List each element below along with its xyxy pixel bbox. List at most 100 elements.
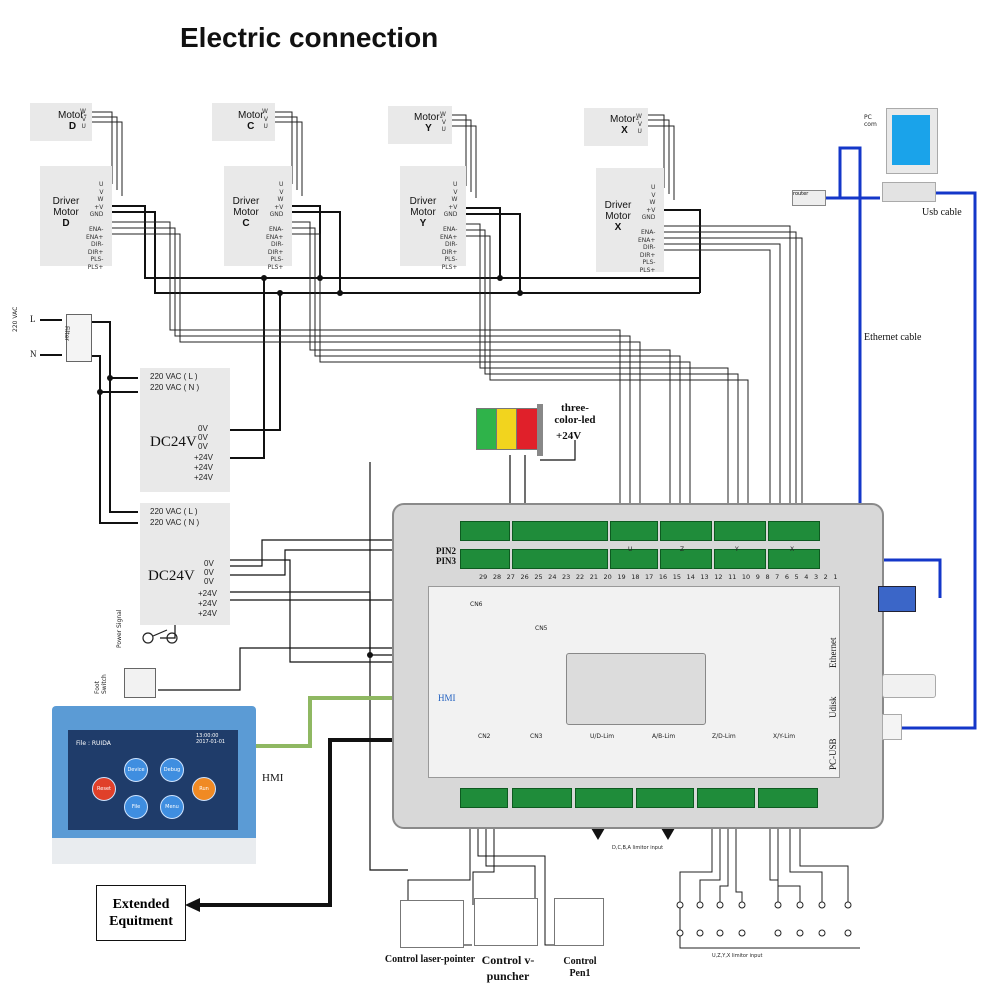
router: router [792,190,826,206]
psu-2-in-l: 220 VAC ( L ) [150,507,198,516]
terminal-cn2 [460,788,508,808]
psu-2-out-5: +24V [198,609,217,618]
psu-2-title: DC24V [148,568,195,584]
terminal-ud-lim [575,788,633,808]
psu-1-out-0: 0V [198,424,208,433]
driver-y [400,166,466,266]
power-signal-label: Power Signal [116,609,123,648]
psu-2-in-n: 220 VAC ( N ) [150,518,200,527]
psu-1-out-5: +24V [194,473,213,482]
blue-cables [820,146,977,730]
control-pen1-label: Control Pen1 [563,956,597,979]
hmi-time: 13:00:00 2017-01-01 [196,733,226,745]
pc-base [882,182,936,202]
control-laser-pointer-label: Control laser-pointer [384,954,476,965]
psu-1-out-2: 0V [198,442,208,451]
motor-y-pins: W V U [440,111,446,133]
psu-2-out-4: +24V [198,599,217,608]
group-zd-lim: Z/D-Lim [712,733,736,740]
motor-x-pins: W V U [636,113,642,135]
hmi-reset-button[interactable]: Reset [92,777,116,801]
psu-2 [140,503,230,625]
terminal-zd-lim [697,788,755,808]
usb-cable-label: Usb cable [922,207,962,218]
psu-2-out-0: 0V [204,559,214,568]
led-label: three-color-led [554,402,596,426]
pc-screen [892,115,930,165]
group-x: X [790,546,795,553]
udisk-stick [882,674,936,698]
filter-label: Filter [63,326,70,341]
psu-1-title: DC24V [150,434,197,450]
terminal-y [714,521,766,541]
hmi-debug-button[interactable]: Debug [160,758,184,782]
hmi-port-label: HMI [438,693,456,703]
hmi-side-label: HMI [262,772,284,784]
psu-2-out-1: 0V [204,568,214,577]
motor-d [30,103,92,141]
control-pen1 [554,898,604,946]
ethernet-connector [878,586,916,612]
filter [66,314,92,362]
hmi-run-button[interactable]: Run [192,777,216,801]
control-laser-pointer [400,900,464,948]
hmi-bezel [52,838,256,864]
driver-c [224,166,292,266]
psu-1-in-l: 220 VAC ( L ) [150,372,198,381]
psu-1 [140,368,230,492]
psu-1-in-n: 220 VAC ( N ) [150,383,200,392]
ethernet-cable-label: Ethernet cable [864,332,922,343]
psu-1-out-4: +24V [194,463,213,472]
hmi-device-button[interactable]: Device [124,758,148,782]
led-yellow [496,408,518,450]
group-y: Y [735,546,739,553]
group-cn6: CN6 [470,601,483,608]
terminal-cn6-b [460,549,510,569]
motor-d-label: Motor-D [58,110,87,132]
driver-y-pins: U V W +V GND ENA- ENA+ DIR- DIR+ PLS- PL… [440,181,458,271]
driver-c-pins: U V W +V GND ENA- ENA+ DIR- DIR+ PLS- PL… [266,181,284,271]
motor-y-label: Motor-Y [414,112,443,134]
terminal-y-b [714,549,766,569]
driver-x [596,168,664,272]
group-u: U [628,546,633,553]
group-cn3: CN3 [530,733,543,740]
terminal-x-b [768,549,820,569]
led-voltage: +24V [556,430,582,442]
mains-l: L [30,314,36,324]
terminal-cn6 [460,521,510,541]
pc-usb-port-label: PC-USB [828,738,838,770]
terminal-cn5-b [512,549,608,569]
control-v-puncher [474,898,538,946]
motor-x [584,108,648,146]
uzyx-limit-label: U,Z,Y,X limitor input [712,953,763,959]
foot-switch [124,668,156,698]
extended-equipment: Extended Equitment [96,885,186,941]
group-cn5: CN5 [535,625,548,632]
ethernet-port-label: Ethernet [828,637,838,669]
motor-c-pins: W V U [262,108,268,130]
led-mount [537,404,543,456]
motor-c [212,103,275,141]
group-cn2: CN2 [478,733,491,740]
psu-2-out-3: +24V [198,589,217,598]
motor-x-label: Motor-X [610,114,639,136]
pc-label: PC com [864,114,877,128]
dcba-limit-label: D,C,B,A limitor input [612,845,664,851]
pin3-label: PIN3 [436,556,456,566]
terminal-x [768,521,820,541]
psu-1-out-3: +24V [194,453,213,462]
mains-voltage: 220 VAC [12,306,19,332]
terminal-u-b [610,549,658,569]
page-title: Electric connection [180,22,439,53]
hmi-file-button[interactable]: File [124,795,148,819]
hmi-menu-button[interactable]: Menu [160,795,184,819]
terminal-cn3 [512,788,572,808]
psu-2-out-2: 0V [204,577,214,586]
group-xy-lim: X/Y-Lim [773,733,796,740]
psu-1-out-1: 0V [198,433,208,442]
